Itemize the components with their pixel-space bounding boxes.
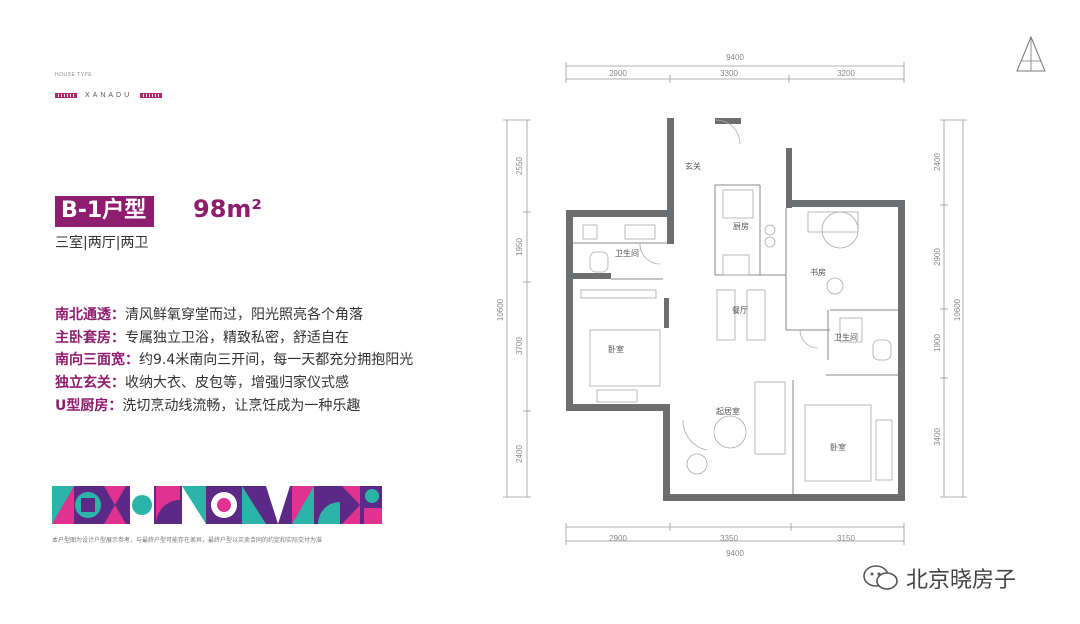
- brand-logo-icon: [1016, 35, 1046, 72]
- fixtures: [580, 119, 893, 482]
- feature-item: U型厨房：洗切烹动线流畅，让烹饪成为一种乐趣: [55, 395, 413, 418]
- feature-key: 主卧套房：: [55, 329, 125, 346]
- feature-value: 收纳大衣、皮包等，增强归家仪式感: [125, 375, 349, 392]
- unit-rooms: 三室|两厅|两卫: [55, 235, 149, 251]
- unit-area: 98m²: [193, 195, 262, 223]
- unit-type-badge: B-1户型: [55, 196, 155, 227]
- brand-bar-left: [55, 93, 77, 98]
- feature-value: 清风鲜氧穿堂而过，阳光照亮各个角落: [125, 307, 363, 323]
- left-total-dim: 10600: [496, 298, 505, 321]
- walls: [566, 118, 905, 501]
- brand-row: XANADU: [55, 92, 163, 99]
- feature-value: 洗切烹动线流畅，让烹饪成为一种乐趣: [122, 397, 361, 414]
- feature-value: 专属独立卫浴，精致私密，舒适自在: [125, 329, 349, 346]
- top-dim: 2900: [609, 69, 627, 78]
- room-label-foyer: 玄关: [685, 161, 701, 171]
- room-label-living: 起居室: [716, 406, 740, 416]
- room-label-bathroom: 卫生间: [615, 248, 639, 258]
- right-dim: 1900: [933, 334, 942, 352]
- room-label-study: 书房: [810, 267, 826, 277]
- room-label-bedroom: 卧室: [830, 442, 846, 452]
- room-label-dining: 餐厅: [732, 306, 748, 315]
- right-total-dim: 10600: [953, 298, 962, 321]
- geometric-pattern-banner: [52, 486, 382, 524]
- house-type-label: HOUSE TYPE: [55, 72, 93, 78]
- room-label-bedroom: 卧室: [608, 344, 624, 354]
- brand-name: XANADU: [85, 92, 133, 99]
- room-label-bathroom: 卫生间: [834, 332, 858, 342]
- brand-bar-right: [140, 93, 163, 98]
- top-total-dim: 9400: [726, 53, 744, 62]
- feature-item: 南北通透：清风鲜氧穿堂而过，阳光照亮各个角落: [55, 304, 413, 327]
- top-dimension-lines: [503, 62, 967, 545]
- feature-list: 南北通透：清风鲜氧穿堂而过，阳光照亮各个角落 主卧套房：专属独立卫浴，精致私密，…: [55, 304, 413, 418]
- feature-key: 南北通透：: [55, 307, 125, 323]
- left-dim: 2400: [515, 445, 524, 463]
- room-label-kitchen: 厨房: [733, 221, 749, 231]
- right-dim: 3400: [933, 428, 942, 446]
- feature-item: 主卧套房：专属独立卫浴，精致私密，舒适自在: [55, 327, 413, 350]
- feature-key: 独立玄关：: [55, 375, 125, 392]
- right-dim: 2400: [933, 153, 942, 171]
- bottom-dim: 3350: [720, 534, 738, 543]
- feature-key: 南向三面宽：: [55, 352, 139, 369]
- left-dim: 3700: [515, 337, 524, 355]
- disclaimer-text: 本户型图为设计户型展示参考，与最终户型可能存在差异，最终户型以买卖合同的约定和实…: [52, 537, 323, 544]
- feature-key: U型厨房：: [55, 397, 123, 414]
- bottom-dim: 2900: [609, 534, 627, 543]
- top-dim: 3200: [837, 69, 855, 78]
- top-dim: 3300: [720, 69, 738, 78]
- wechat-icon: [863, 565, 898, 590]
- left-dim: 2550: [515, 157, 524, 175]
- right-dim: 2900: [933, 248, 942, 266]
- watermark: 北京晓房子: [862, 562, 1016, 594]
- feature-value: 约9.4米南向三开间，每一天都充分拥抱阳光: [139, 352, 414, 369]
- feature-item: 独立玄关：收纳大衣、皮包等，增强归家仪式感: [55, 372, 413, 395]
- bottom-dim: 3150: [837, 534, 855, 543]
- feature-item: 南向三面宽：约9.4米南向三开间，每一天都充分拥抱阳光: [55, 349, 413, 372]
- left-dim: 1950: [515, 238, 524, 256]
- watermark-text: 北京晓房子: [906, 568, 1017, 593]
- bottom-total-dim: 9400: [726, 549, 744, 558]
